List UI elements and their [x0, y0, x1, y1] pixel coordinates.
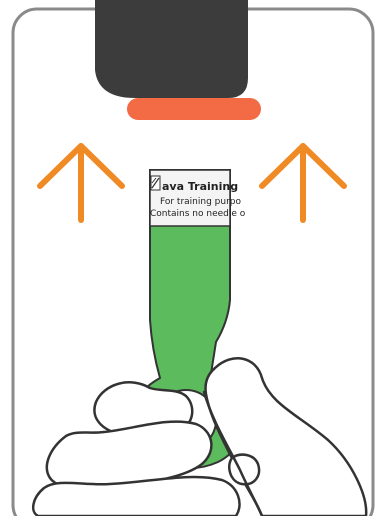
device-body	[95, 0, 248, 98]
label-title: ava Training	[162, 180, 238, 193]
ring-finger	[33, 477, 239, 516]
device-cap-band	[127, 98, 261, 120]
label-line-2: Contains no needle o	[150, 209, 246, 219]
brand-logo-icon	[151, 176, 160, 190]
label-line-1: For training purpo	[160, 197, 241, 207]
